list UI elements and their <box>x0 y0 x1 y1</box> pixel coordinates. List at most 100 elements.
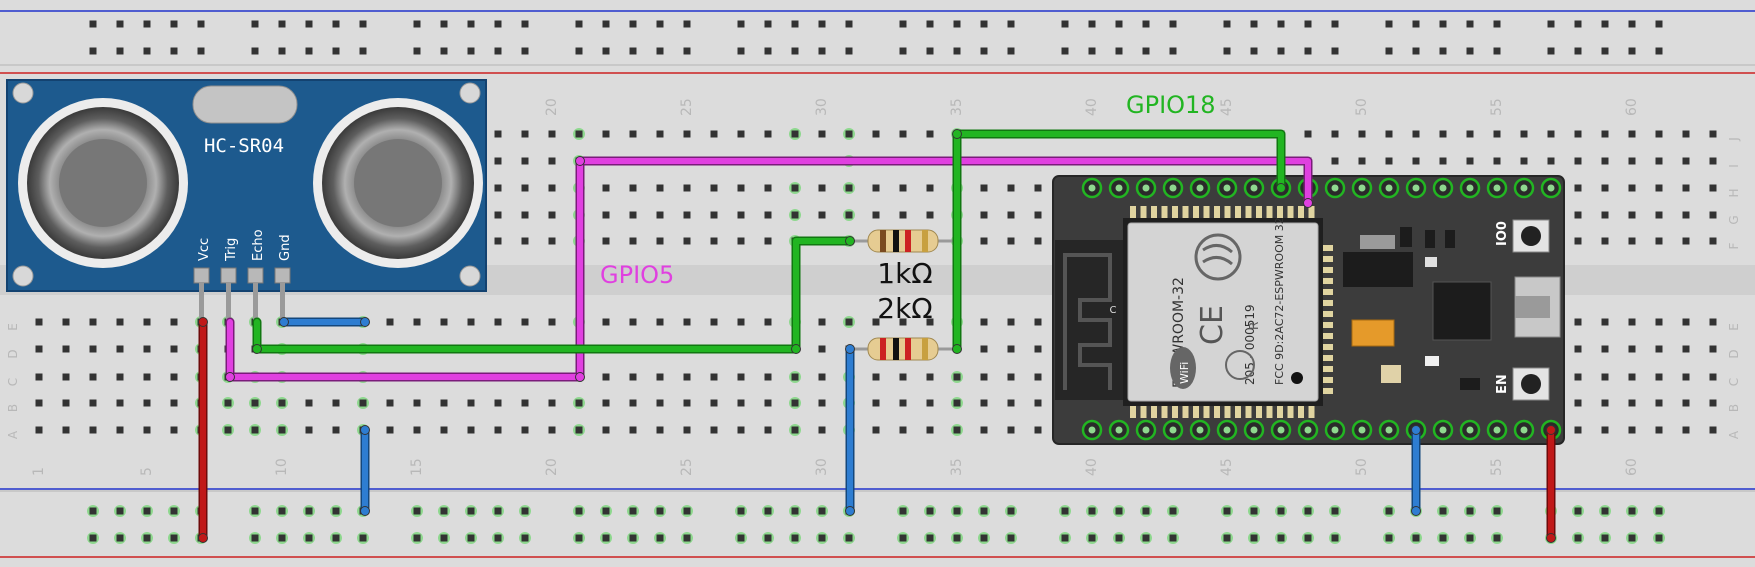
hole <box>737 20 745 28</box>
hole <box>683 507 691 515</box>
hole <box>170 20 178 28</box>
gpio5-wire[interactable] <box>227 158 1311 380</box>
io0-button[interactable] <box>1512 219 1550 253</box>
resistor-1k[interactable] <box>850 229 957 253</box>
hole <box>656 20 664 28</box>
hole <box>1331 157 1339 165</box>
hole <box>494 130 502 138</box>
hole <box>332 399 340 407</box>
hole <box>1655 211 1663 219</box>
hole <box>575 47 583 55</box>
hole <box>1547 130 1555 138</box>
hole <box>1574 318 1582 326</box>
hole <box>1601 534 1609 542</box>
hole <box>737 237 745 245</box>
hole <box>1412 20 1420 28</box>
hc-sr04-sensor[interactable]: HC-SR04 Vcc Trig Echo Gnd <box>6 79 487 323</box>
hole <box>872 318 880 326</box>
hole <box>764 534 772 542</box>
hole <box>116 318 124 326</box>
hole <box>683 184 691 192</box>
en-label: EN <box>1495 374 1510 394</box>
row-letter: J <box>1727 137 1741 142</box>
castellation <box>1224 406 1231 418</box>
row-letter: C <box>1727 378 1741 386</box>
pin-label-echo: Echo <box>251 229 266 261</box>
hole <box>1007 345 1015 353</box>
esp32-pin-hole <box>1358 426 1366 434</box>
hole <box>629 47 637 55</box>
row-letter: G <box>1727 215 1741 224</box>
hole <box>1007 184 1015 192</box>
sensor-pins <box>193 267 291 323</box>
smd-part <box>1400 227 1412 247</box>
hole <box>1223 507 1231 515</box>
row-letter: H <box>1727 188 1741 197</box>
hole <box>305 20 313 28</box>
castellation <box>1161 406 1168 418</box>
column-number: 20 <box>544 458 560 476</box>
hole <box>1061 20 1069 28</box>
hole <box>737 426 745 434</box>
hole <box>1439 157 1447 165</box>
hole <box>116 47 124 55</box>
gpio18-wire-a[interactable] <box>954 131 1284 352</box>
hole <box>791 534 799 542</box>
hole <box>1412 130 1420 138</box>
esp32-pin-hole <box>1223 184 1231 192</box>
hole <box>818 130 826 138</box>
hole <box>1709 237 1717 245</box>
esp32-pin-hole <box>1169 184 1177 192</box>
column-number: 55 <box>1489 458 1505 476</box>
hole <box>1142 47 1150 55</box>
hole <box>1007 237 1015 245</box>
hole <box>116 373 124 381</box>
hole <box>818 211 826 219</box>
hole <box>980 184 988 192</box>
hole <box>683 47 691 55</box>
hole <box>899 426 907 434</box>
wire-end <box>575 156 585 166</box>
hole <box>683 399 691 407</box>
hole <box>359 47 367 55</box>
hole <box>602 318 610 326</box>
hole <box>980 399 988 407</box>
hole <box>737 318 745 326</box>
hole <box>521 47 529 55</box>
en-button[interactable] <box>1512 367 1550 401</box>
row-letter: F <box>1727 242 1741 249</box>
hole <box>683 373 691 381</box>
hole <box>602 534 610 542</box>
resistor-2k[interactable] <box>850 337 957 361</box>
hole <box>413 426 421 434</box>
hole <box>683 237 691 245</box>
hole <box>1655 345 1663 353</box>
hole <box>1250 47 1258 55</box>
hole <box>710 237 718 245</box>
hole <box>1304 534 1312 542</box>
hole <box>1655 318 1663 326</box>
esp32-pin-hole <box>1439 184 1447 192</box>
hole <box>980 426 988 434</box>
hole <box>764 20 772 28</box>
hole <box>602 237 610 245</box>
mount-hole <box>459 265 481 287</box>
hole <box>737 130 745 138</box>
hole <box>899 20 907 28</box>
hole <box>1601 345 1609 353</box>
esp32-devkit[interactable]: C ESP-WROOM-32 205 - 000519 FCC 9D:2AC72… <box>1052 175 1565 445</box>
hole <box>656 399 664 407</box>
column-number: 10 <box>274 458 290 476</box>
hole <box>359 534 367 542</box>
hole <box>683 318 691 326</box>
hole <box>197 20 205 28</box>
esp32-header-pins <box>1081 177 1562 441</box>
hole <box>575 507 583 515</box>
hole <box>656 211 664 219</box>
wire-end <box>360 317 370 327</box>
hole <box>1007 399 1015 407</box>
hole <box>899 507 907 515</box>
hole <box>1682 345 1690 353</box>
castellation <box>1245 206 1252 218</box>
hole <box>629 399 637 407</box>
